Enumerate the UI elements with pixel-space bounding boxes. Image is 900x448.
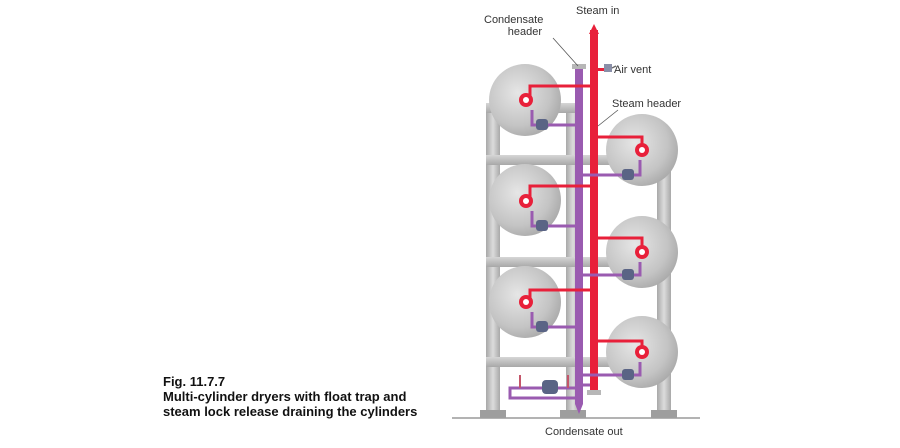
condensate-branches — [530, 110, 642, 380]
steam-header-bottom-cap — [587, 390, 601, 395]
float-trap-assembly — [508, 375, 590, 400]
condensate-header-leader — [552, 37, 579, 67]
steam-in-arrow — [589, 24, 599, 34]
steam-trap-icon — [622, 269, 634, 280]
steam-trap-icon — [622, 369, 634, 380]
steam-header-leader — [597, 109, 619, 127]
condensate-out-arrow — [575, 404, 583, 414]
figure-caption: Fig. 11.7.7 Multi-cylinder dryers with f… — [163, 374, 417, 419]
steam-trap-icon — [536, 220, 548, 231]
label-condensate-header: Condensate header — [484, 14, 544, 38]
caption-line-2: steam lock release draining the cylinder… — [163, 404, 418, 419]
condensate-header-pipe — [575, 66, 583, 404]
steam-trap-icon — [622, 169, 634, 180]
label-condensate-header-line1: Condensate — [484, 14, 544, 26]
steam-trap-icon — [536, 119, 548, 130]
label-steam-header: Steam header — [612, 98, 682, 110]
rotary-joints — [519, 93, 649, 359]
frame-foot-mid — [560, 410, 586, 418]
air-vent-icon — [598, 64, 617, 72]
steam-trap-icon — [536, 321, 548, 332]
frame-foot-right — [651, 410, 677, 418]
frame-foot-left — [480, 410, 506, 418]
steam-header-pipe — [590, 30, 598, 392]
float-trap-icon — [542, 380, 558, 394]
label-condensate-out: Condensate out — [545, 426, 623, 438]
label-air-vent: Air vent — [614, 64, 652, 76]
figure-number: Fig. 11.7.7 — [163, 374, 226, 389]
caption-line-1: Multi-cylinder dryers with float trap an… — [163, 389, 407, 404]
condensate-header-cap — [572, 64, 586, 69]
label-condensate-header-line2: header — [507, 26, 542, 38]
label-steam-in: Steam in — [576, 5, 620, 17]
dryer-cylinders — [489, 64, 678, 388]
